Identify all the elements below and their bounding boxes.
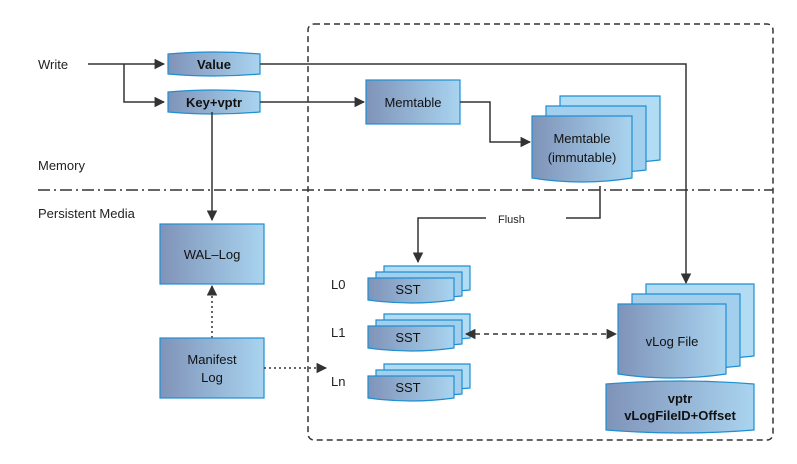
sst-l0-stack: SST — [367, 265, 471, 304]
immutable-memtable-label-2: (immutable) — [548, 150, 617, 165]
vlog-file-stack: vLog File — [617, 283, 755, 379]
vptr-label-2: vLogFileID+Offset — [624, 408, 736, 423]
wal-log-box-label: WAL–Log — [184, 247, 241, 262]
level-ln-label: Ln — [331, 374, 345, 389]
wal-log-box: WAL–Log — [159, 223, 265, 285]
vptr-label-1: vptr — [668, 391, 693, 406]
sst-l1-label: SST — [395, 330, 420, 345]
sst-l1-stack: SST — [367, 313, 471, 352]
memtable-box-label: Memtable — [384, 95, 441, 110]
memory-label: Memory — [38, 158, 85, 173]
write-label: Write — [38, 57, 68, 72]
value-box: Value — [167, 51, 261, 77]
manifest-log-label-2: Log — [201, 370, 223, 385]
immutable-memtable-stack: Memtable (immutable) — [531, 95, 661, 183]
key-vptr-box: Key+vptr — [167, 89, 261, 115]
flush-label: Flush — [498, 214, 525, 226]
value-to-vlog-arrow — [260, 63, 692, 285]
immutable-memtable-label-1: Memtable — [553, 131, 610, 146]
sst-ln-label: SST — [395, 380, 420, 395]
value-box-label: Value — [197, 57, 231, 72]
memtable-to-immutable-arrow — [460, 101, 532, 148]
sst-ln-stack: SST — [367, 363, 471, 402]
memtable-box: Memtable — [365, 79, 461, 125]
level-l1-label: L1 — [331, 325, 345, 340]
vptr-box: vptr vLogFileID+Offset — [605, 380, 755, 434]
sst-l0-label: SST — [395, 282, 420, 297]
write-arrow-key — [123, 64, 166, 108]
flush-arrow-left — [412, 217, 486, 264]
manifest-log-box: Manifest Log — [159, 337, 265, 399]
manifest-log-label-1: Manifest — [187, 352, 237, 367]
flush-line-right — [566, 186, 601, 219]
key-vptr-box-label: Key+vptr — [186, 95, 242, 110]
vlog-file-label: vLog File — [646, 334, 699, 349]
persistent-media-label: Persistent Media — [38, 206, 136, 221]
persistent-region-frame — [307, 23, 774, 441]
level-l0-label: L0 — [331, 277, 345, 292]
